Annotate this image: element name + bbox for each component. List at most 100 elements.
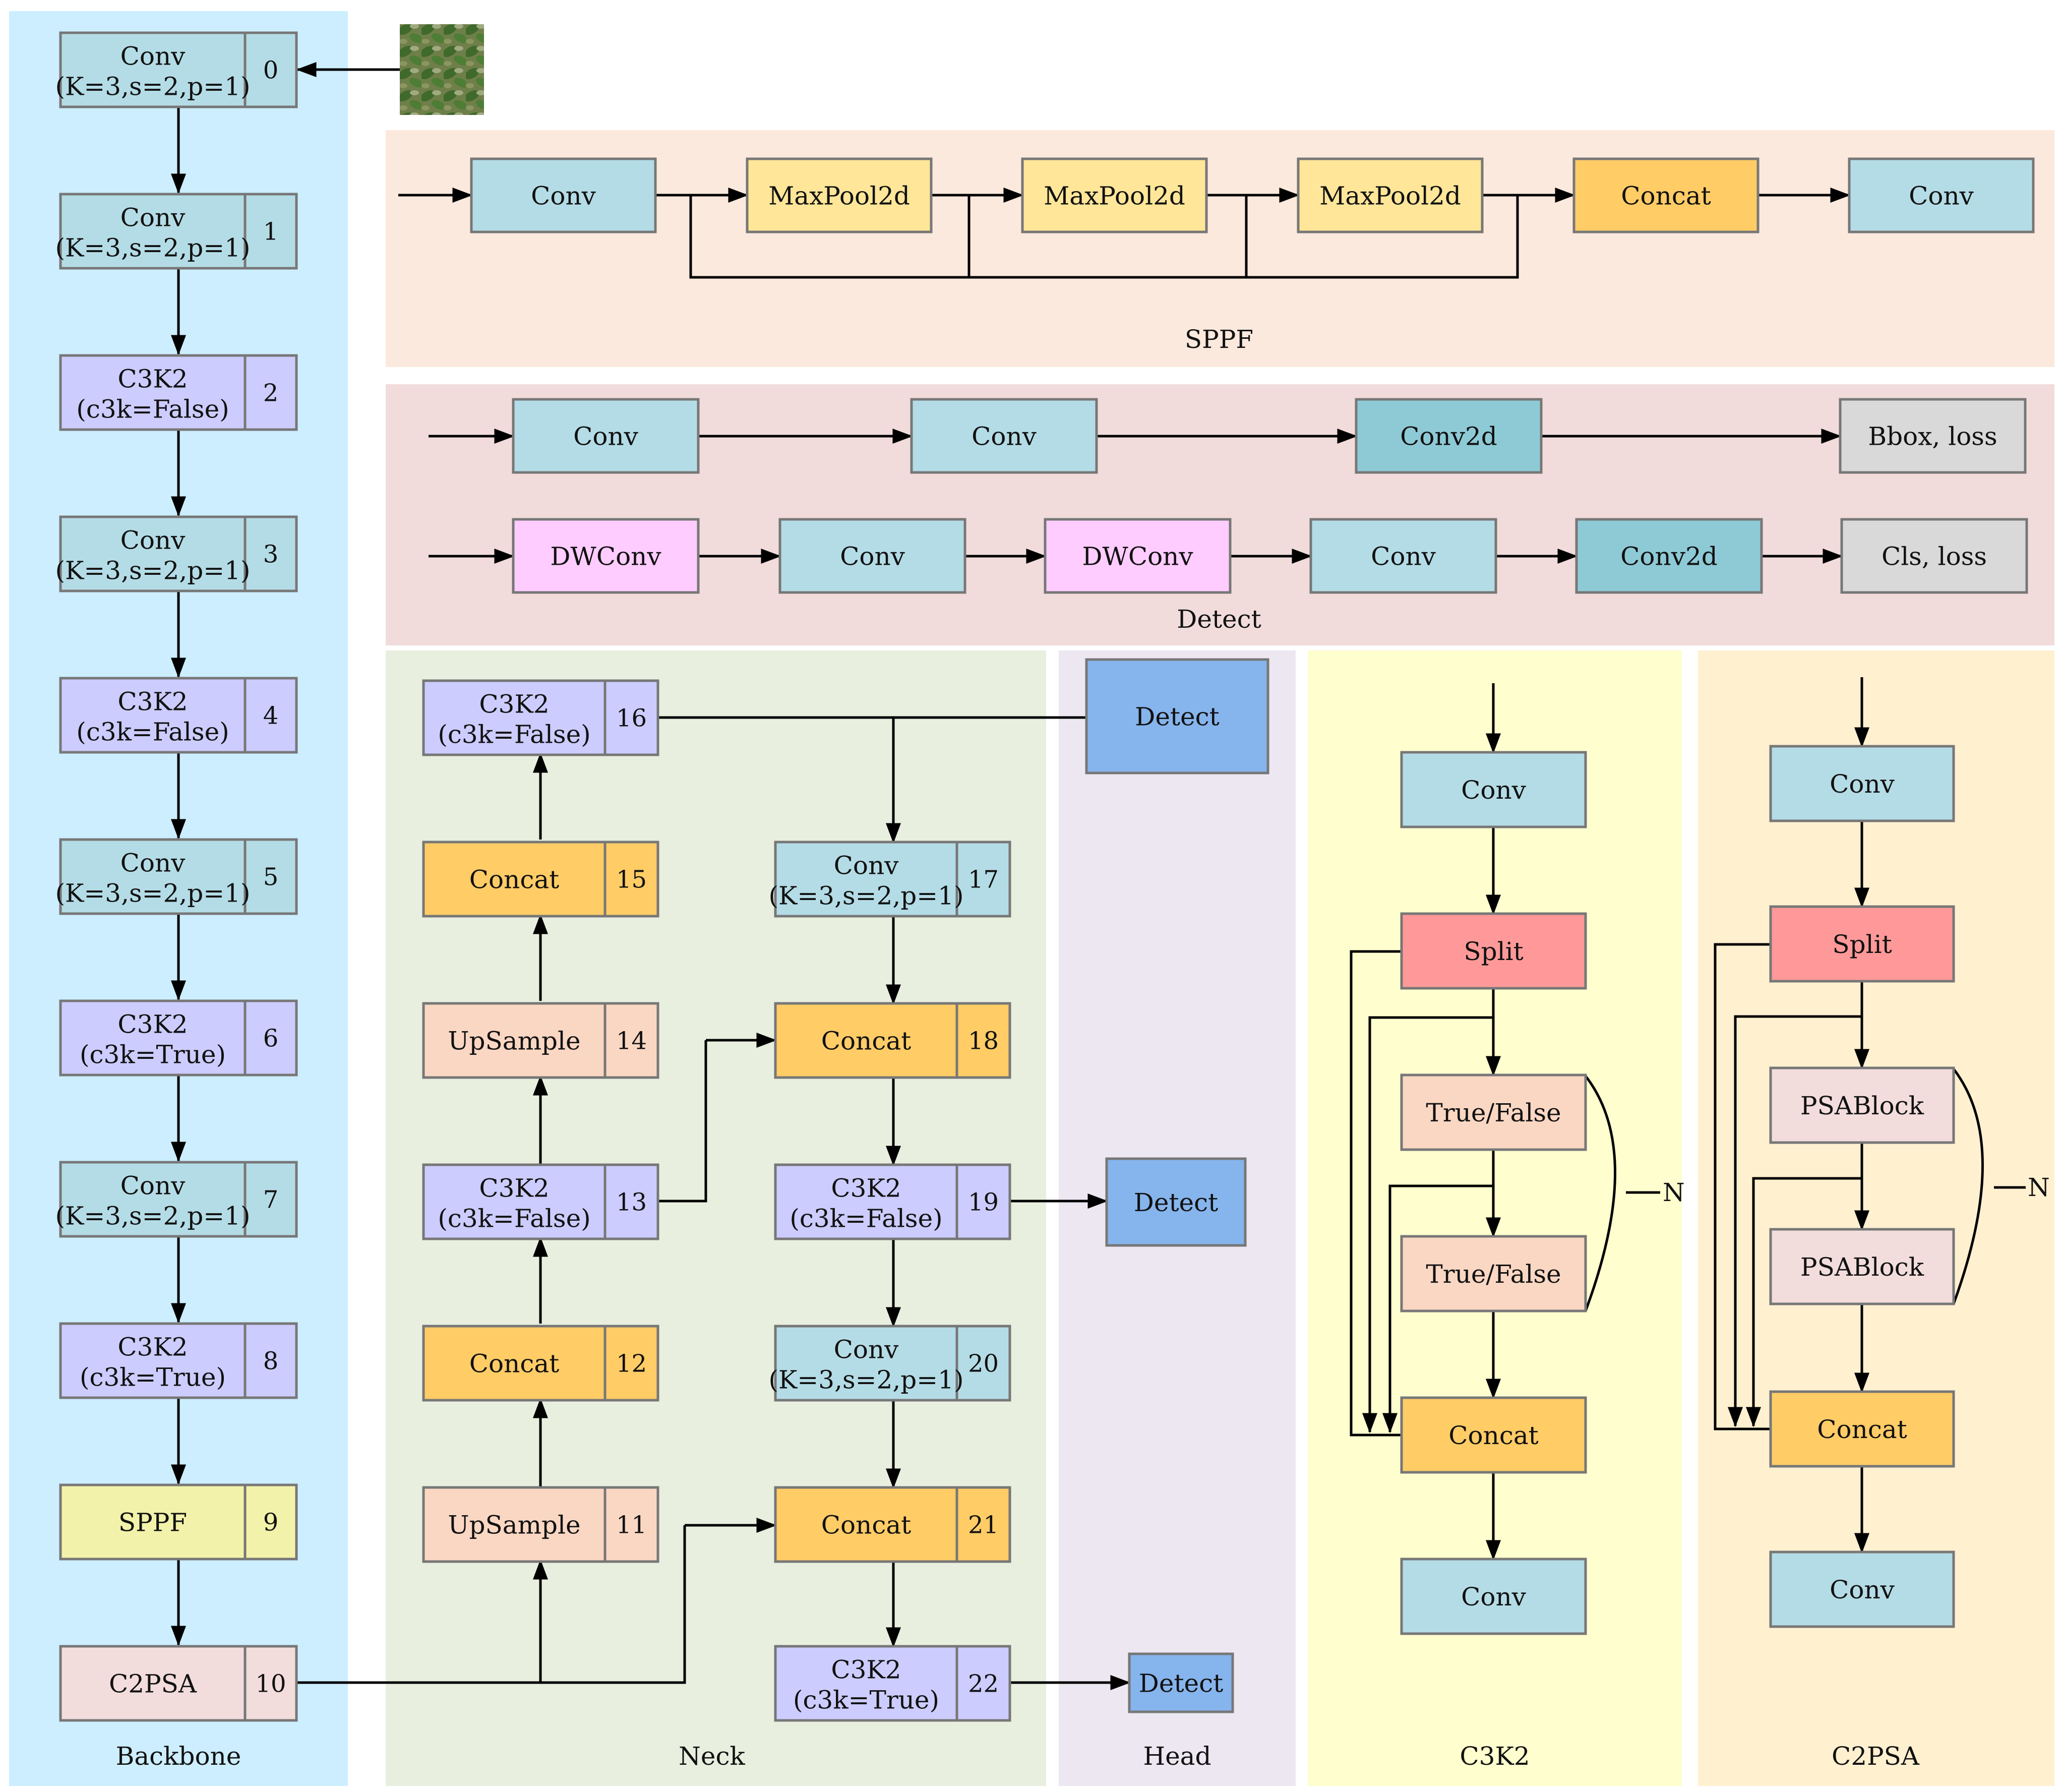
backbone-block-2-index: 2 (263, 379, 279, 407)
detect-row1-block-3[interactable]: Bbox, loss (1839, 398, 2027, 474)
blocks-layer: Conv(K=3,s=2,p=1)0Conv(K=3,s=2,p=1)1C3K2… (55, 31, 2035, 1722)
head-detect-3[interactable]: Detect (1128, 1652, 1234, 1713)
neck-block-19[interactable]: C3K2(c3k=False)19 (774, 1163, 1011, 1240)
neck-block-12-label: Concat (469, 1349, 559, 1379)
backbone-block-5-label: Conv (120, 849, 186, 878)
sppf-module-block-1[interactable]: MaxPool2d (746, 157, 933, 233)
detect-row1-block-2[interactable]: Conv2d (1355, 398, 1543, 474)
neck-block-19-label: C3K2 (831, 1174, 901, 1203)
neck-block-17[interactable]: Conv(K=3,s=2,p=1)17 (769, 841, 1011, 918)
backbone-block-1[interactable]: Conv(K=3,s=2,p=1)1 (55, 193, 298, 270)
c2psa-module-block-4[interactable]: Concat (1769, 1390, 1955, 1468)
backbone-block-3[interactable]: Conv(K=3,s=2,p=1)3 (55, 515, 298, 592)
backbone-block-9-index: 9 (263, 1509, 279, 1537)
c3k2-module-block-2[interactable]: True/False (1400, 1073, 1587, 1151)
c3k2-module-block-5-label: Conv (1461, 1582, 1527, 1611)
neck-block-22[interactable]: C3K2(c3k=True)22 (774, 1645, 1011, 1722)
neck-block-20[interactable]: Conv(K=3,s=2,p=1)20 (769, 1325, 1011, 1402)
c3k2-module-block-1[interactable]: Split (1400, 912, 1587, 990)
backbone-block-10-label: C2PSA (109, 1669, 197, 1699)
backbone-block-8[interactable]: C3K2(c3k=True) 8 (59, 1322, 298, 1399)
neck-block-17-params: (K=3,s=2,p=1) (769, 881, 964, 911)
backbone-block-8-label: C3K2 (117, 1333, 188, 1362)
backbone-block-1-params: (K=3,s=2,p=1) (55, 233, 251, 263)
backbone-block-5[interactable]: Conv(K=3,s=2,p=1) 5 (55, 838, 298, 915)
sppf-module-block-3-label: MaxPool2d (1319, 182, 1461, 211)
c2psa-module-block-5[interactable]: Conv (1769, 1550, 1955, 1628)
backbone-block-8-index: 8 (263, 1347, 279, 1376)
c3k2-caption: C3K2 (1460, 1742, 1530, 1771)
detect-row2-block-3[interactable]: Conv (1309, 518, 1497, 594)
c2psa-module-block-0[interactable]: Conv (1769, 745, 1955, 822)
sppf-module-block-4-label: Concat (1621, 182, 1711, 211)
detect-row2-block-1[interactable]: Conv (778, 518, 966, 594)
detect-row1-block-3-label: Bbox, loss (1868, 422, 1997, 451)
c3k2-module-block-3[interactable]: True/False (1400, 1235, 1587, 1312)
head-detect-2[interactable]: Detect (1105, 1157, 1247, 1247)
backbone-block-4[interactable]: C3K2(c3k=False)4 (59, 677, 298, 754)
neck-block-22-label: C3K2 (831, 1655, 901, 1685)
sppf-module-block-0[interactable]: Conv (470, 157, 657, 233)
detect-row1-block-0-label: Conv (573, 422, 639, 451)
detect-caption: Detect (1177, 605, 1261, 634)
backbone-block-8-params: (c3k=True) (80, 1363, 226, 1392)
c2psa-caption: C2PSA (1832, 1742, 1920, 1771)
neck-block-16[interactable]: C3K2(c3k=False) 16 (422, 679, 659, 756)
neck-block-16-label: C3K2 (479, 690, 549, 719)
c3k2-module-block-0[interactable]: Conv (1400, 751, 1587, 828)
head-detect-1-label: Detect (1135, 702, 1219, 732)
c3k2-module-block-5[interactable]: Conv (1400, 1558, 1587, 1635)
c3k2-module-block-4[interactable]: Concat (1400, 1396, 1587, 1474)
backbone-block-4-index: 4 (263, 702, 279, 730)
neck-block-13[interactable]: C3K2(c3k=False)13 (422, 1163, 659, 1240)
neck-block-16-params: (c3k=False) (438, 720, 590, 749)
neck-block-19-index: 19 (968, 1188, 999, 1217)
detect-row2-block-5-label: Cls, loss (1882, 542, 1987, 571)
neck-block-13-label: C3K2 (479, 1174, 549, 1203)
detect-row2-block-5[interactable]: Cls, loss (1840, 518, 2028, 594)
sppf-module-block-1-label: MaxPool2d (768, 182, 910, 211)
neck-block-17-label: Conv (834, 851, 899, 880)
backbone-block-6[interactable]: C3K2(c3k=True)6 (59, 999, 298, 1077)
backbone-block-0[interactable]: Conv(K=3,s=2,p=1)0 (55, 31, 298, 108)
backbone-block-7[interactable]: Conv(K=3,s=2,p=1)7 (55, 1161, 298, 1238)
c2psa-module-block-3[interactable]: PSABlock (1769, 1228, 1955, 1305)
sppf-module-block-4[interactable]: Concat (1572, 157, 1760, 233)
detect-row2-block-0-label: DWConv (550, 542, 661, 571)
detect-row2-block-2[interactable]: DWConv (1044, 518, 1232, 594)
detect-row1-block-1[interactable]: Conv (910, 398, 1098, 474)
c2psa-module-block-2[interactable]: PSABlock (1769, 1066, 1955, 1144)
head-detect-1[interactable]: Detect (1085, 658, 1269, 774)
backbone-block-2[interactable]: C3K2(c3k=False)2 (59, 354, 298, 431)
neck-block-20-params: (K=3,s=2,p=1) (769, 1365, 964, 1395)
neck-block-18-index: 18 (968, 1027, 999, 1055)
detect-row1-block-2-label: Conv2d (1400, 422, 1497, 451)
backbone-block-1-label: Conv (120, 203, 186, 232)
backbone-block-5-params: (K=3,s=2,p=1) (55, 879, 251, 908)
neck-block-15-index: 15 (616, 866, 647, 894)
backbone-block-5-index: 5 (263, 863, 279, 891)
head-detect-2-label: Detect (1134, 1188, 1218, 1217)
sppf-module-block-2[interactable]: MaxPool2d (1021, 157, 1208, 233)
detect-row2-block-1-label: Conv (840, 542, 905, 571)
neck-block-16-index: 16 (616, 704, 647, 733)
neck-block-14-label: UpSample (448, 1027, 580, 1056)
detect-row1-block-0[interactable]: Conv (512, 398, 700, 474)
detect-row2-block-0[interactable]: DWConv (512, 518, 700, 594)
backbone-block-6-index: 6 (263, 1025, 279, 1053)
sppf-module-block-5[interactable]: Conv (1848, 157, 2035, 233)
sppf-module-block-3[interactable]: MaxPool2d (1297, 157, 1484, 233)
backbone-block-7-label: Conv (120, 1171, 186, 1201)
c2psa-module-block-1[interactable]: Split (1769, 905, 1955, 983)
neck-block-20-index: 20 (968, 1350, 999, 1378)
neck-block-11-index: 11 (616, 1511, 647, 1539)
detect-row2-block-4[interactable]: Conv2d (1575, 518, 1763, 594)
